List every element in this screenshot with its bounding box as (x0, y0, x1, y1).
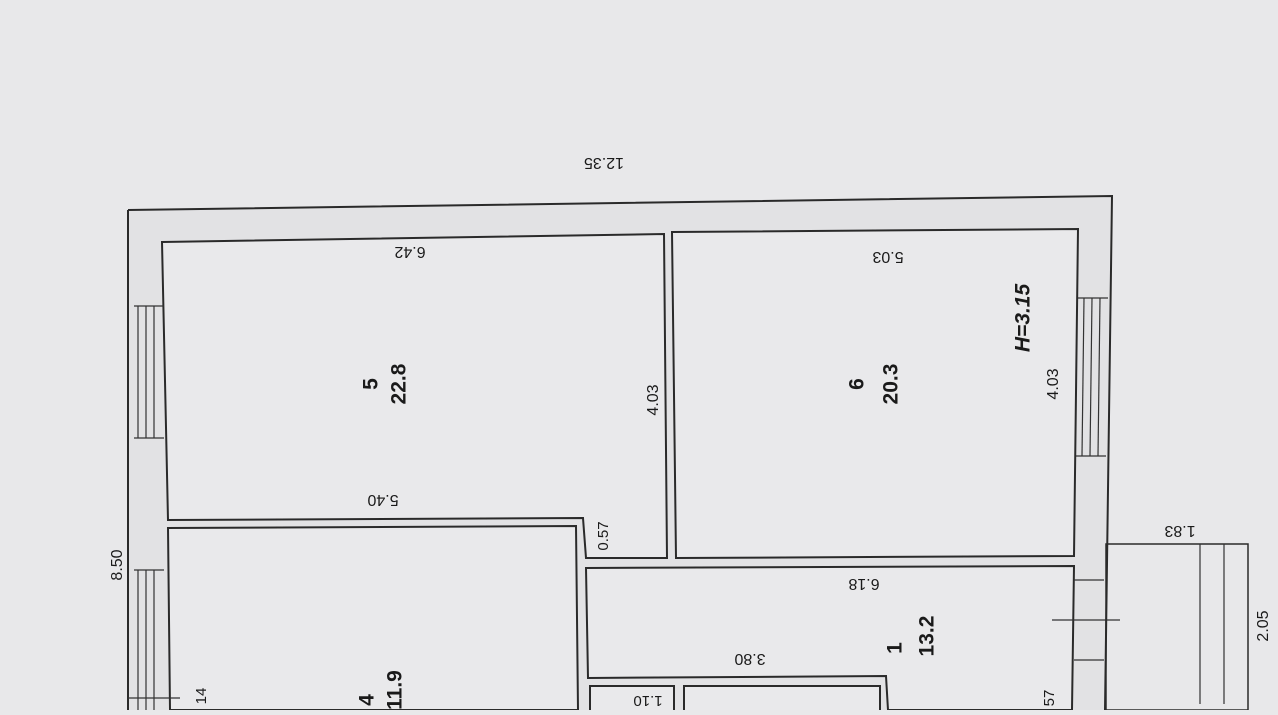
balcony-depth-dim: 2.05 (1255, 610, 1272, 641)
room-5-bottom-dim: 5.40 (367, 491, 398, 508)
room-4-outline (166, 524, 580, 711)
window-left-bottom (128, 569, 180, 710)
window-right (1076, 297, 1108, 457)
balcony-width-dim: 1.83 (1164, 522, 1195, 539)
small-room-b (683, 685, 881, 715)
edge-label: 14 (193, 688, 210, 705)
room-6-side-dim: 4.03 (1045, 368, 1062, 399)
overall-depth-label: 8.50 (109, 549, 126, 580)
entrance-door (1052, 579, 1120, 661)
room-6-area: 20.3 (880, 364, 903, 405)
room-5-side-dim: 4.03 (645, 384, 662, 415)
window-left-top (134, 305, 164, 439)
room-4-area: 11.9 (384, 670, 407, 710)
bottom-right-dim: 57 (1041, 690, 1058, 707)
outer-wall (127, 194, 1114, 711)
room-1-area: 13.2 (916, 616, 939, 657)
room-1-bottom-dim: 3.80 (734, 650, 765, 667)
ceiling-height-label: H=3.15 (1012, 284, 1035, 353)
room-5-top-dim: 6.42 (394, 243, 425, 260)
room-1-top-dim: 6.18 (848, 575, 879, 592)
room-6-top-dim: 5.03 (872, 248, 903, 265)
small-room-dim: 1.10 (633, 692, 662, 709)
room-1-side-dim: 0.57 (595, 521, 612, 550)
overall-width-label: 12.35 (584, 154, 624, 171)
room-5-number: 5 (360, 378, 383, 390)
room-6-outline (670, 227, 1080, 560)
room-6-number: 6 (846, 378, 869, 390)
room-4-number: 4 (356, 694, 379, 706)
room-5-area: 22.8 (388, 363, 411, 404)
room-1-number: 1 (884, 642, 907, 654)
room-5-outline (160, 232, 669, 559)
